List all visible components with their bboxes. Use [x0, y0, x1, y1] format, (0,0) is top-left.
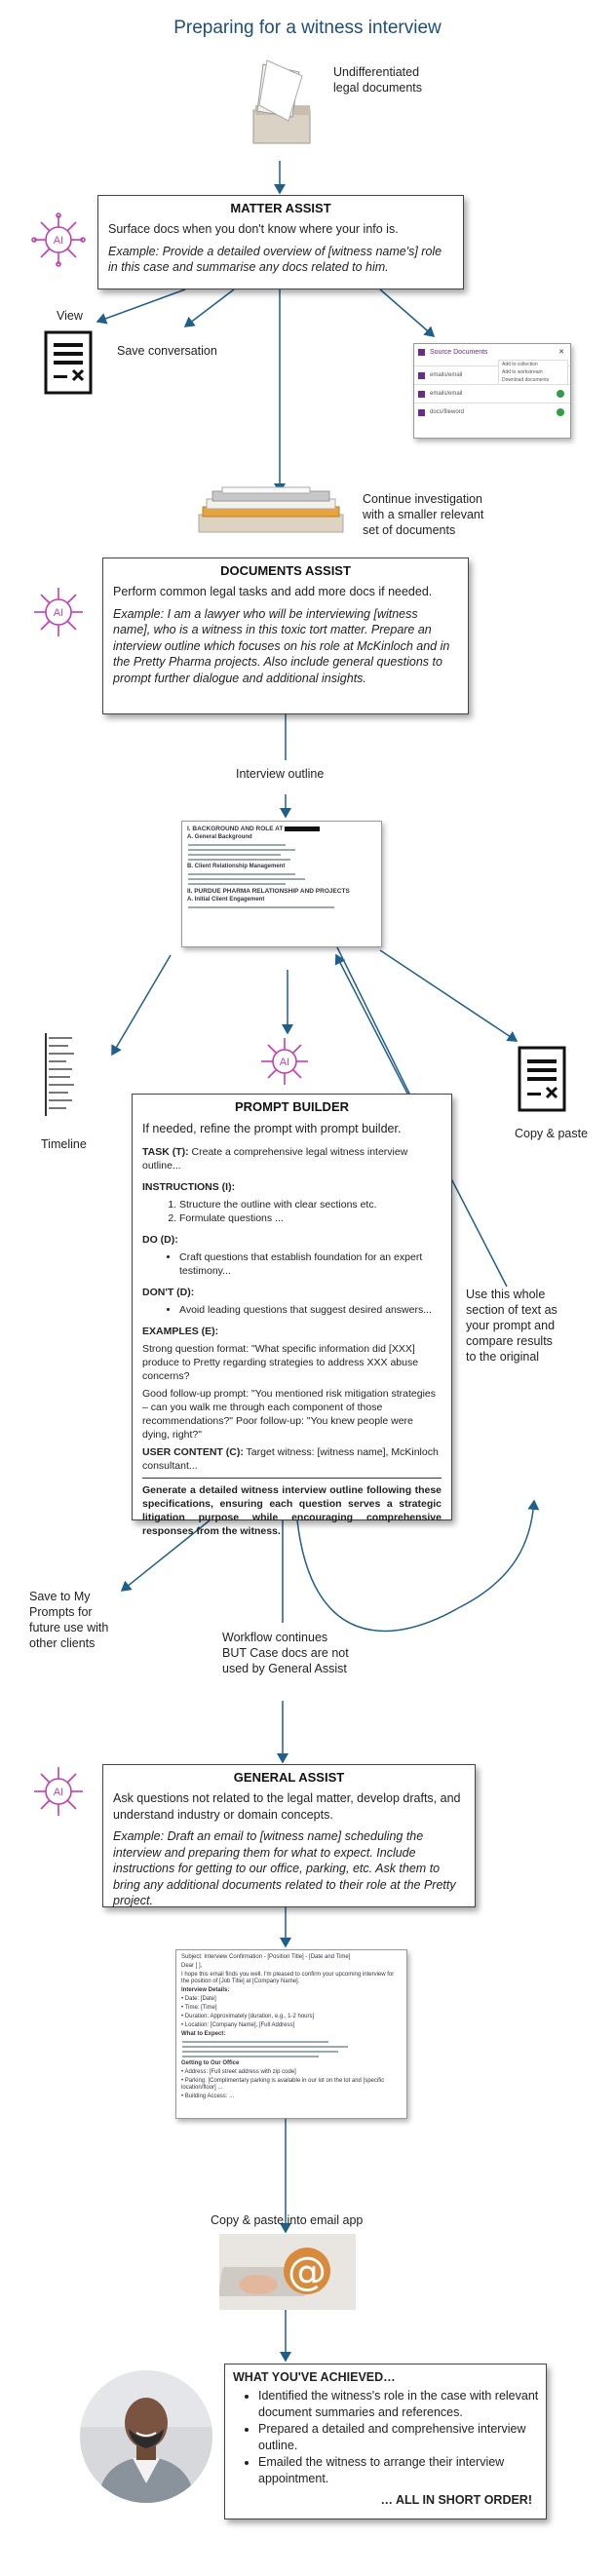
svg-text:AI: AI — [54, 607, 63, 619]
documents-assist-desc: Perform common legal tasks and add more … — [113, 585, 433, 598]
menu-add-collection: Add to collection — [502, 362, 538, 367]
menu-add-workstream: Add to workstream — [502, 369, 543, 375]
instructions-label: INSTRUCTIONS (I): — [142, 1181, 236, 1193]
list-item: Structure the outline with clear section… — [179, 1198, 451, 1211]
interview-outline-caption: Interview outline — [236, 767, 325, 781]
dont-list: Avoid leading questions that suggest des… — [133, 1303, 451, 1317]
save-conversation-caption: Save conversation — [117, 344, 217, 358]
email-draft-thumbnail: Subject: Interview Confirmation - [Posit… — [175, 1949, 407, 2119]
ai-chip-icon: AI — [31, 212, 86, 267]
ai-label: AI — [54, 235, 63, 247]
achievements-box: WHAT YOU'VE ACHIEVED… Identified the wit… — [224, 2364, 547, 2519]
do-label: DO (D): — [142, 1234, 178, 1246]
svg-text:AI: AI — [54, 1787, 63, 1798]
divider — [142, 1478, 442, 1479]
source-docs-title: Source Documents — [430, 348, 488, 356]
documents-assist-heading: DOCUMENTS ASSIST — [220, 563, 351, 578]
prompt-builder-box: PROMPT BUILDER If needed, refine the pro… — [132, 1094, 452, 1537]
matter-assist-desc: Surface docs when you don't know where y… — [108, 222, 399, 236]
documents-assist-box: DOCUMENTS ASSIST Perform common legal ta… — [102, 557, 469, 714]
general-assist-example: Example: Draft an email to [witness name… — [113, 1829, 456, 1907]
ai-chip-icon: AI — [261, 1038, 308, 1085]
general-assist-box: GENERAL ASSIST Ask questions not related… — [102, 1764, 476, 1907]
examples-label: EXAMPLES (E): — [142, 1326, 219, 1337]
dont-label: DON'T (D): — [142, 1287, 195, 1298]
source-documents-thumbnail: Source Documents ✕ Add to collection Add… — [413, 343, 571, 439]
use-whole-section-caption: Use this whole section of text as your p… — [466, 1288, 557, 1364]
list-item: Identified the witness's role in the cas… — [258, 2388, 546, 2421]
achievements-footer: … ALL IN SHORT ORDER! — [380, 2493, 532, 2507]
matter-assist-heading: MATTER ASSIST — [230, 201, 331, 215]
continue-investigation-caption: Continue investigation with a smaller re… — [363, 492, 484, 537]
timeline-caption: Timeline — [41, 1137, 87, 1151]
document-check-icon — [44, 330, 93, 395]
menu-download: Download documents — [502, 377, 550, 383]
timeline-thumbnail — [39, 1033, 76, 1116]
svg-text:@: @ — [288, 2249, 327, 2294]
source-row: emails/email — [430, 391, 463, 397]
list-item: Formulate questions ... — [179, 1211, 451, 1225]
example-1: Strong question format: "What specific i… — [142, 1343, 419, 1382]
list-item: Craft questions that establish foundatio… — [179, 1250, 451, 1278]
task-line: TASK (T): Create a comprehensive legal w… — [142, 1146, 408, 1172]
undiff-docs-caption: Undifferentiated legal documents — [333, 65, 423, 95]
generate-instruction: Generate a detailed witness interview ou… — [142, 1484, 442, 1537]
page-title: Preparing for a witness interview — [173, 18, 442, 38]
list-item: Emailed the witness to arrange their int… — [258, 2454, 546, 2487]
general-assist-heading: GENERAL ASSIST — [233, 1770, 345, 1785]
source-row: emails/email — [430, 372, 463, 378]
save-to-prompts-caption: Save to My Prompts for future use with o… — [29, 1590, 109, 1650]
view-caption: View — [57, 309, 83, 323]
source-row: docs/fileword — [430, 409, 465, 415]
list-item: Prepared a detailed and comprehensive in… — [258, 2421, 546, 2454]
document-pile-icon — [198, 486, 344, 533]
matter-assist-box: MATTER ASSIST Surface docs when you don'… — [97, 195, 464, 289]
prompt-builder-lead: If needed, refine the prompt with prompt… — [142, 1122, 402, 1135]
instructions-list: Structure the outline with clear section… — [133, 1198, 451, 1225]
list-item: Avoid leading questions that suggest des… — [179, 1303, 451, 1317]
do-list: Craft questions that establish foundatio… — [133, 1250, 451, 1278]
matter-assist-example: Example: Provide a detailed overview of … — [108, 244, 442, 275]
interview-outline-thumbnail: I. BACKGROUND AND ROLE AT A. General Bac… — [181, 821, 382, 947]
document-check-icon — [518, 1046, 566, 1112]
achievements-list: Identified the witness's role in the cas… — [225, 2388, 546, 2487]
copy-paste-email-caption: Copy & paste into email app — [211, 2213, 364, 2227]
ai-chip-icon: AI — [34, 1767, 83, 1816]
svg-text:AI: AI — [280, 1057, 289, 1068]
document-stack-icon — [252, 59, 311, 144]
example-2: Good follow-up prompt: "You mentioned ri… — [142, 1388, 436, 1441]
achievements-heading: WHAT YOU'VE ACHIEVED… — [233, 2370, 396, 2384]
ai-chip-icon: AI — [34, 588, 83, 636]
copy-paste-caption: Copy & paste — [515, 1127, 589, 1140]
workflow-continues-caption: Workflow continues BUT Case docs are not… — [222, 1631, 349, 1675]
person-photo — [80, 2370, 212, 2503]
email-at-icon: @ — [219, 2234, 356, 2310]
prompt-builder-heading: PROMPT BUILDER — [235, 1099, 349, 1114]
user-content-line: USER CONTENT (C): Target witness: [witne… — [142, 1446, 439, 1472]
general-assist-desc: Ask questions not related to the legal m… — [113, 1791, 461, 1822]
documents-assist-example: Example: I am a lawyer who will be inter… — [113, 606, 450, 685]
